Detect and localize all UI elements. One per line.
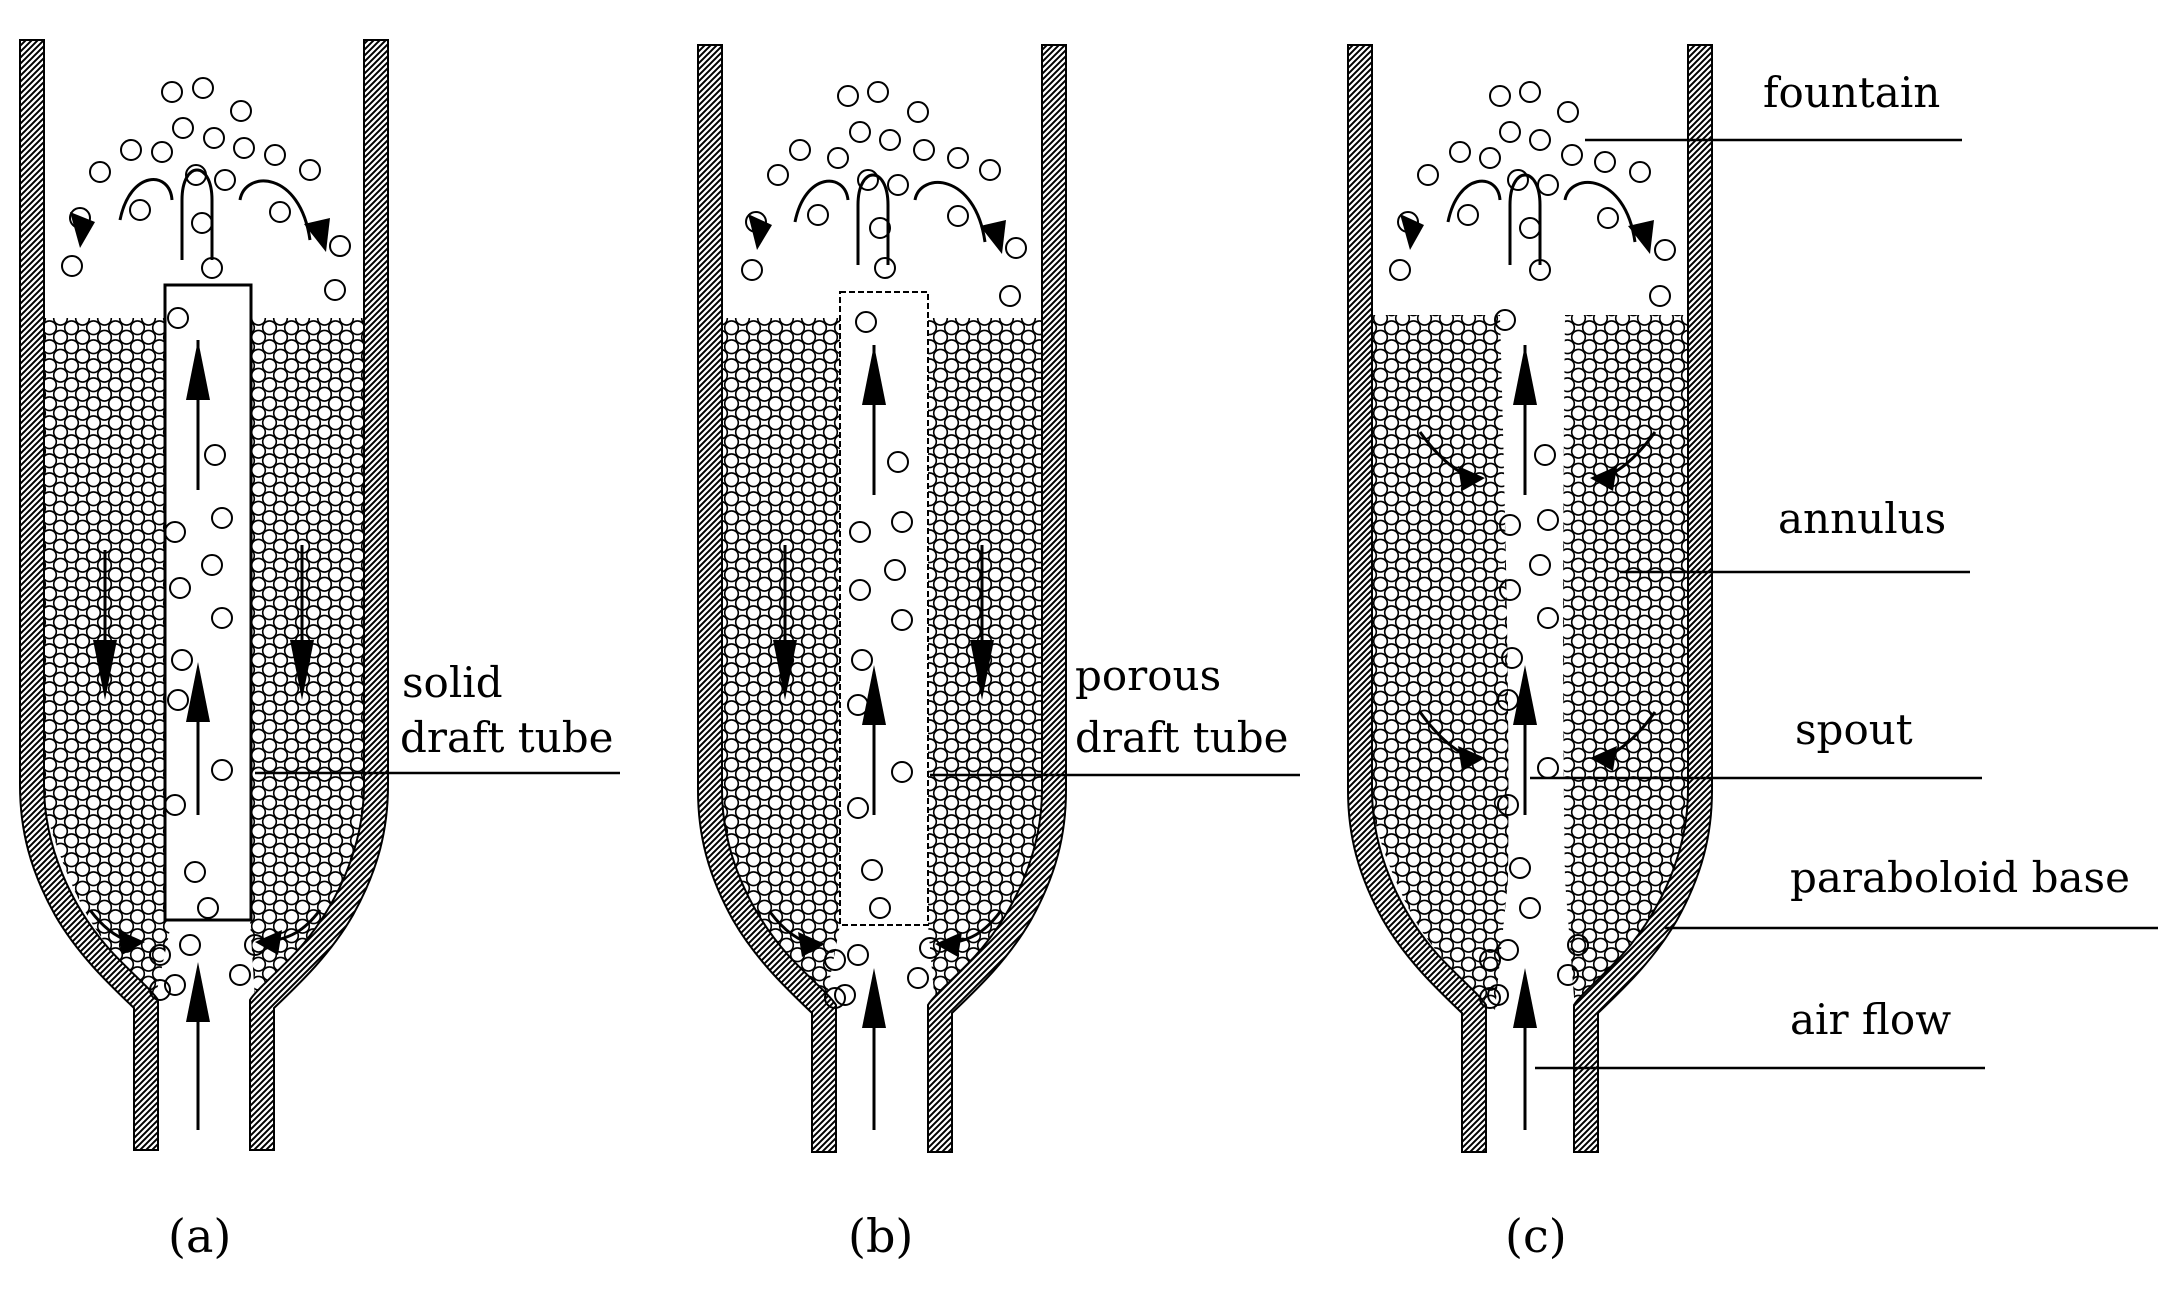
particles-c <box>1389 81 1676 1009</box>
panel-b: porous draft tube (b) <box>697 44 1300 1263</box>
wall-right-c <box>1573 44 1713 1153</box>
label-annulus: annulus <box>1778 494 1946 543</box>
wall-left-c <box>1347 44 1487 1153</box>
label-b-line1: porous <box>1075 651 1221 700</box>
porous-draft-tube <box>839 291 929 926</box>
label-air-flow: air flow <box>1790 995 1951 1044</box>
panel-a: solid draft tube (a) <box>19 39 620 1263</box>
label-paraboloid-base: paraboloid base <box>1790 853 2130 902</box>
particles-b <box>741 81 1027 1009</box>
panel-c: fountain annulus spout paraboloid base a… <box>1347 44 2158 1263</box>
bed-left-c <box>1368 315 1509 1010</box>
wall-left-a <box>19 39 159 1151</box>
wall-right-b <box>927 44 1067 1153</box>
label-spout: spout <box>1795 705 1913 754</box>
arrowheads-b <box>748 214 1006 1028</box>
wall-left-b <box>697 44 837 1153</box>
caption-b: (b) <box>848 1209 913 1263</box>
wall-right-a <box>249 39 389 1151</box>
label-a-line1: solid <box>402 658 503 707</box>
label-b-line2: draft tube <box>1075 713 1288 762</box>
arrowheads-c <box>1400 214 1654 1028</box>
label-fountain: fountain <box>1763 68 1940 117</box>
solid-draft-tube <box>163 283 253 922</box>
arrowheads-a <box>70 212 330 1022</box>
caption-c: (c) <box>1505 1209 1567 1263</box>
bed-right-c <box>1563 315 1690 1010</box>
label-a-line2: draft tube <box>400 713 613 762</box>
caption-a: (a) <box>168 1209 231 1263</box>
